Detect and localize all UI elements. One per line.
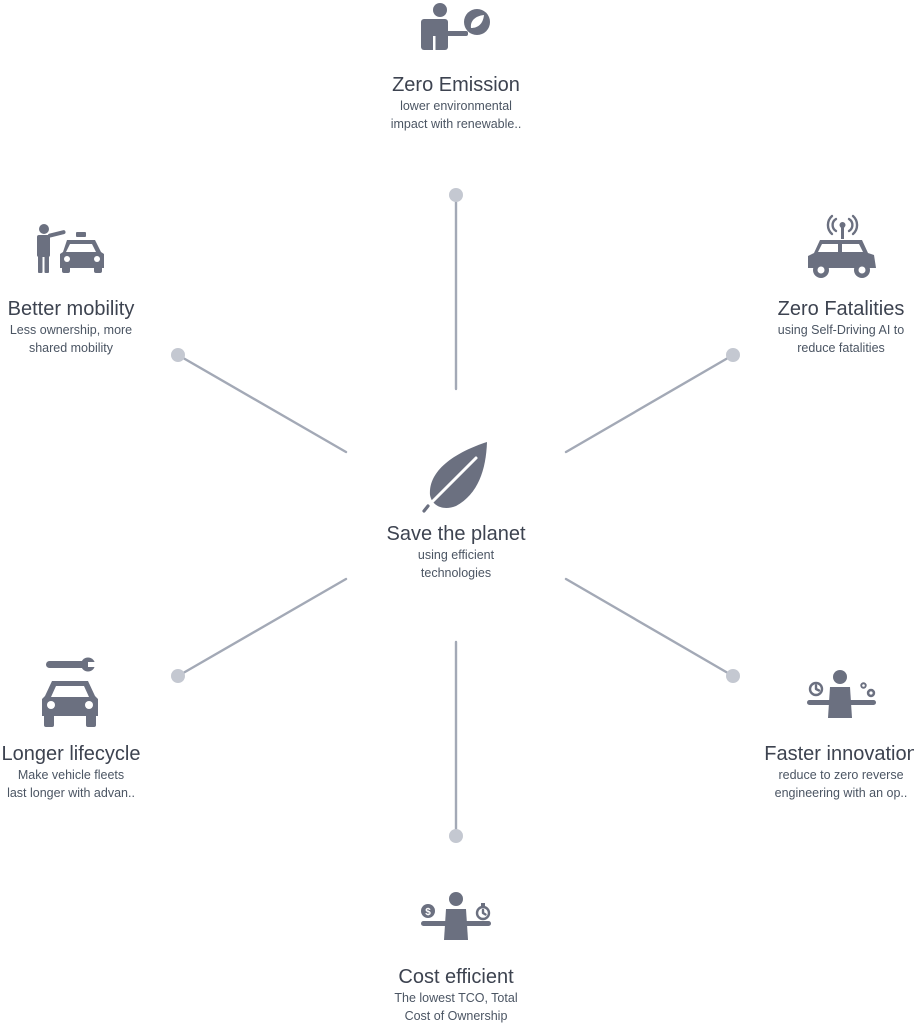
node-zero-emission: Zero Emission lower environmental impact… — [336, 73, 576, 133]
person-clock-gears-icon — [807, 670, 876, 718]
node-cost-efficient: Cost efficient The lowest TCO, Total Cos… — [336, 965, 576, 1025]
node-description-line-2: reduce fatalities — [797, 341, 885, 355]
node-title: Faster innovation — [764, 743, 914, 765]
node-title: Longer lifecycle — [1, 743, 141, 765]
svg-text:$: $ — [425, 907, 431, 918]
node-description-line-2: engineering with an op.. — [774, 786, 908, 800]
node-longer-lifecycle: Longer lifecycle Make vehicle fleets las… — [0, 742, 191, 802]
node-description-line-1: Less ownership, more — [9, 323, 133, 337]
center-description-line-1: using efficient — [417, 548, 495, 562]
person-money-time-icon: $ — [421, 892, 491, 940]
car-wrench-icon — [42, 657, 98, 727]
connector-left-top-endpoint — [171, 348, 185, 362]
connector-left-top — [176, 353, 348, 454]
node-title: Zero Fatalities — [777, 298, 905, 320]
node-title: Cost efficient — [398, 966, 514, 988]
autonomous-car-icon — [808, 214, 876, 278]
node-description-line-2: shared mobility — [28, 341, 114, 355]
node-description-line-1: reduce to zero reverse — [778, 768, 904, 782]
connectors — [171, 188, 740, 843]
connector-right-bottom — [564, 577, 735, 678]
node-description-line-2: last longer with advan.. — [7, 786, 135, 800]
leaf-icon — [422, 442, 487, 513]
center-title: Save the planet — [386, 523, 526, 545]
connector-right-top-endpoint — [726, 348, 740, 362]
node-faster-innovation: Faster innovation reduce to zero reverse… — [721, 742, 914, 802]
node-description-line-1: The lowest TCO, Total — [394, 991, 518, 1005]
person-taxi-icon — [37, 224, 104, 273]
person-leaf-icon — [421, 3, 490, 50]
node-description-line-2: Cost of Ownership — [404, 1009, 508, 1023]
node-zero-fatalities: Zero Fatalities using Self-Driving AI to… — [721, 297, 914, 357]
center-description-line-2: technologies — [420, 566, 492, 580]
connector-left-bottom-endpoint — [171, 669, 185, 683]
node-title: Better mobility — [7, 298, 135, 320]
connector-top-endpoint — [449, 188, 463, 202]
node-save-the-planet: Save the planet using efficient technolo… — [336, 522, 576, 582]
node-description-line-1: lower environmental — [400, 99, 512, 113]
connector-right-bottom-endpoint — [726, 669, 740, 683]
node-better-mobility: Better mobility Less ownership, more sha… — [0, 297, 191, 357]
node-description-line-1: using Self-Driving AI to — [777, 323, 905, 337]
connector-right-top — [564, 353, 735, 454]
node-description-line-1: Make vehicle fleets — [17, 768, 125, 782]
connector-left-bottom — [176, 577, 348, 678]
node-title: Zero Emission — [392, 74, 520, 96]
node-description-line-2: impact with renewable.. — [390, 117, 522, 131]
connector-bottom-endpoint — [449, 829, 463, 843]
